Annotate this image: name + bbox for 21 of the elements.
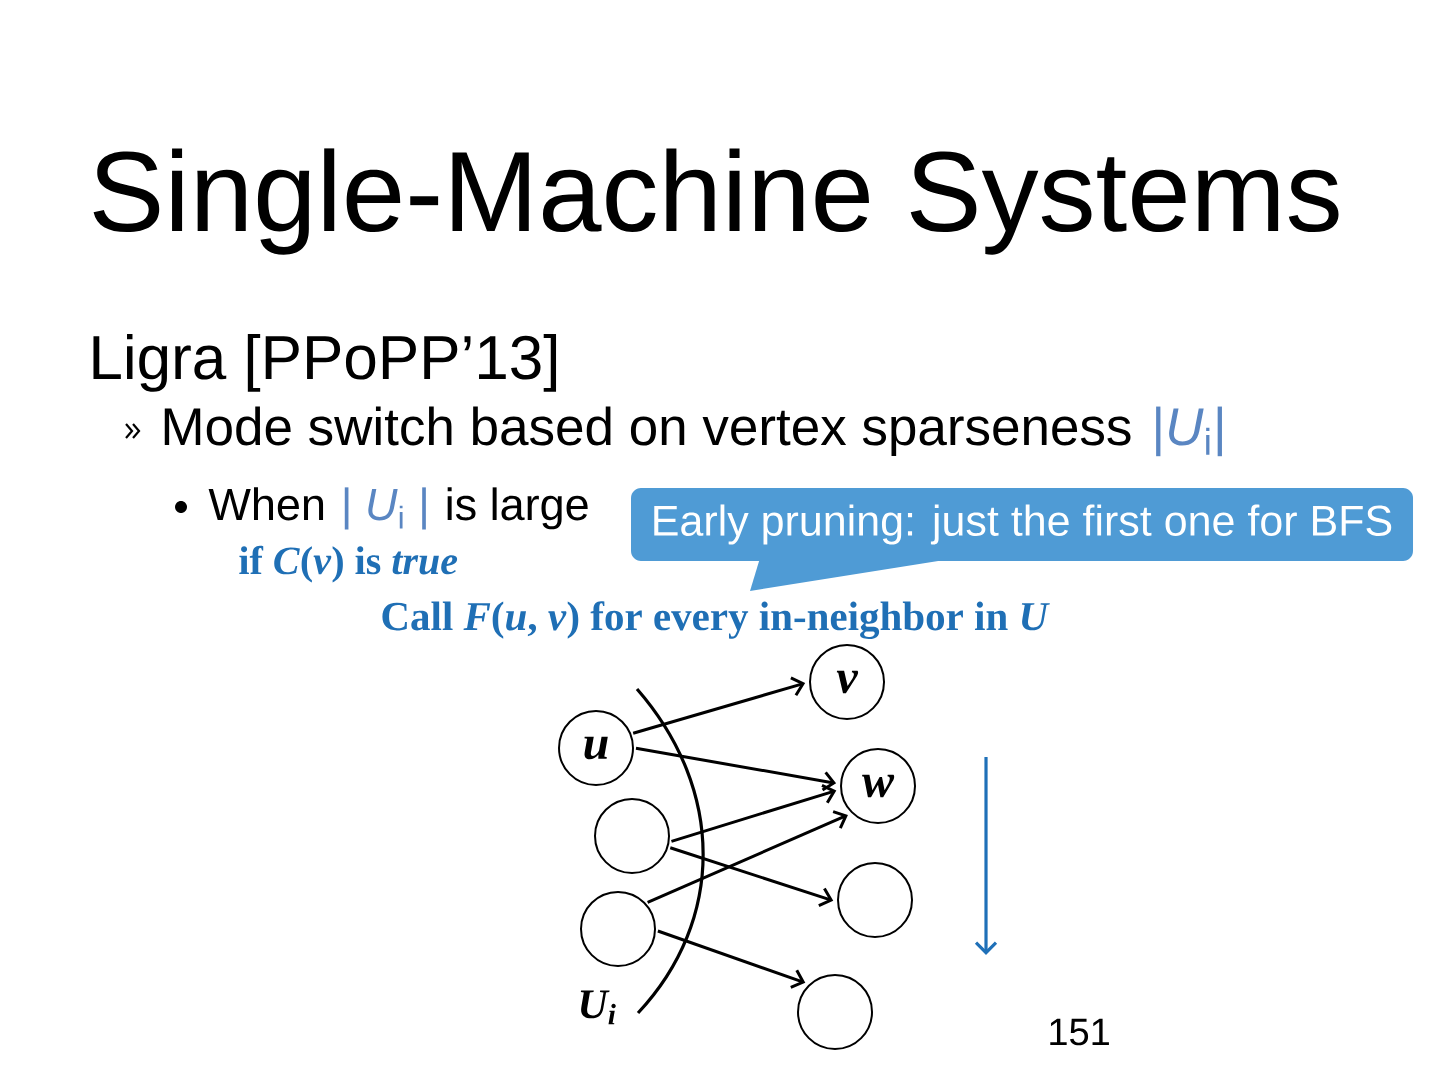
pseudocode-line: Call F(u, v) for every in-neighbor in U (382, 601, 1050, 639)
section-heading: Ligra [PPoPP’13] (93, 334, 557, 392)
vertex-circle (594, 798, 670, 874)
pseudocode-line: if C(v) is true (239, 545, 458, 583)
vertex-circle (797, 974, 873, 1050)
arrow (669, 846, 834, 907)
set-size-text: | U$_{i}$ | (344, 487, 426, 530)
set-label: U$_{i}$ (580, 990, 616, 1025)
vertex-circle (580, 891, 656, 967)
bullet-text: is large (447, 487, 588, 530)
arrow (632, 676, 806, 735)
arrow (657, 929, 806, 989)
arrow (635, 746, 837, 792)
vertex-circle (837, 862, 913, 938)
arrow (647, 810, 848, 904)
page-number: 151 (1050, 1018, 1109, 1046)
arrow (671, 784, 837, 843)
bullet-text: When (208, 487, 324, 521)
callout-bubble: Early pruning: just the first one for BFS (631, 488, 1413, 591)
slide-title: Single-Machine Systems (93, 148, 1339, 255)
bullet-text: Mode switch based on vertex sparseness (164, 406, 1131, 456)
